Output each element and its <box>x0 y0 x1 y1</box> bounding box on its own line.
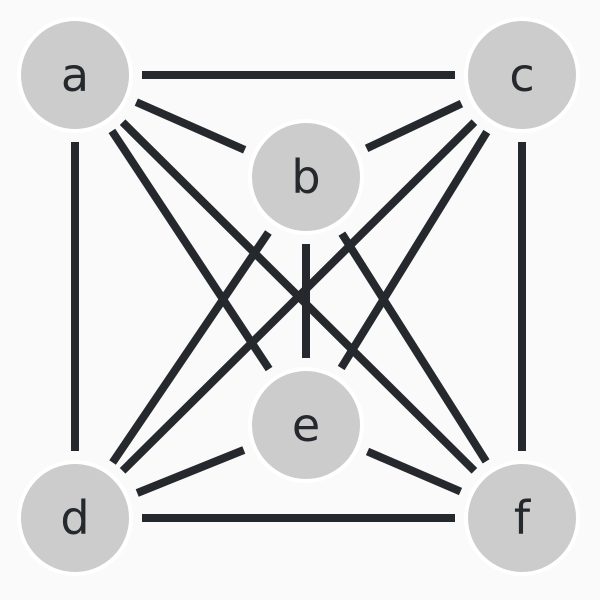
node-f: f <box>464 460 580 576</box>
node-label-c: c <box>509 48 534 102</box>
node-label-b: b <box>291 150 320 204</box>
node-circle-e <box>248 367 364 483</box>
node-circle-a <box>17 17 133 133</box>
node-label-f: f <box>514 491 532 545</box>
edges-layer <box>71 71 526 522</box>
node-a: a <box>17 17 133 133</box>
node-label-a: a <box>61 48 89 102</box>
node-e: e <box>248 367 364 483</box>
node-circle-f <box>464 460 580 576</box>
node-c: c <box>464 17 580 133</box>
edge-e-f <box>365 447 463 496</box>
edge-d-e <box>135 446 246 497</box>
node-label-d: d <box>60 491 89 545</box>
node-circle-b <box>248 119 364 235</box>
edge-c-d <box>119 119 478 474</box>
edge-b-f <box>338 231 490 464</box>
node-label-e: e <box>292 398 320 452</box>
edge-a-b <box>134 98 247 154</box>
edge-c-e <box>337 129 491 371</box>
node-b: b <box>248 119 364 235</box>
node-d: d <box>17 460 133 576</box>
edge-b-d <box>109 230 272 465</box>
nodes-layer: a b c d e f <box>17 17 580 576</box>
edge-a-e <box>108 128 273 372</box>
node-circle-c <box>464 17 580 133</box>
edge-c-b <box>364 99 464 153</box>
node-circle-d <box>17 460 133 576</box>
